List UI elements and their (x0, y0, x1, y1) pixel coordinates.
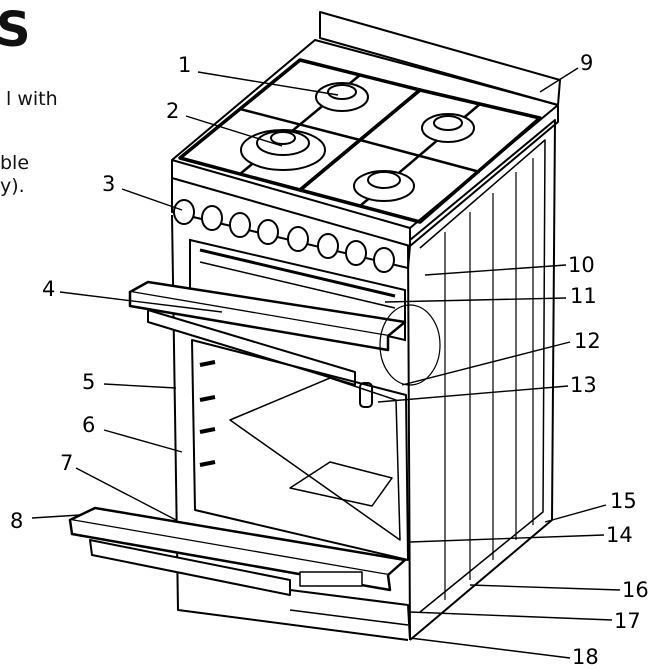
callout-16: 16 (622, 578, 649, 602)
grill-compartment (189, 238, 406, 342)
callout-15: 15 (610, 489, 637, 513)
callout-18: 18 (572, 645, 599, 669)
callout-17: 17 (614, 609, 641, 633)
cabinet (171, 119, 556, 641)
grill-door (128, 280, 407, 386)
cropped-text-line-2: ble (0, 152, 30, 174)
callout-5: 5 (82, 370, 95, 394)
callout-13: 13 (570, 373, 597, 397)
callout-8: 8 (10, 509, 23, 533)
callout-2: 2 (166, 99, 179, 123)
callout-3: 3 (102, 172, 115, 196)
callout-11: 11 (570, 284, 597, 308)
callout-6: 6 (82, 413, 95, 437)
callout-10: 10 (568, 253, 595, 277)
callout-1: 1 (178, 53, 191, 77)
callout-12: 12 (574, 329, 601, 353)
control-knobs (173, 199, 395, 273)
callout-7: 7 (60, 451, 73, 475)
cropped-text-line-3: y). (0, 175, 25, 197)
callout-4: 4 (42, 277, 55, 301)
oven-cavity (191, 304, 441, 561)
cropped-heading-fragment: S (0, 2, 31, 58)
callout-14: 14 (606, 523, 633, 547)
callout-labels: 1 2 3 4 5 6 7 8 9 10 11 12 13 14 15 16 1… (10, 51, 649, 669)
leader-lines (31, 67, 621, 659)
cropped-text-line-1: l with (6, 88, 58, 110)
main-door (68, 506, 407, 596)
callout-9: 9 (580, 51, 593, 75)
